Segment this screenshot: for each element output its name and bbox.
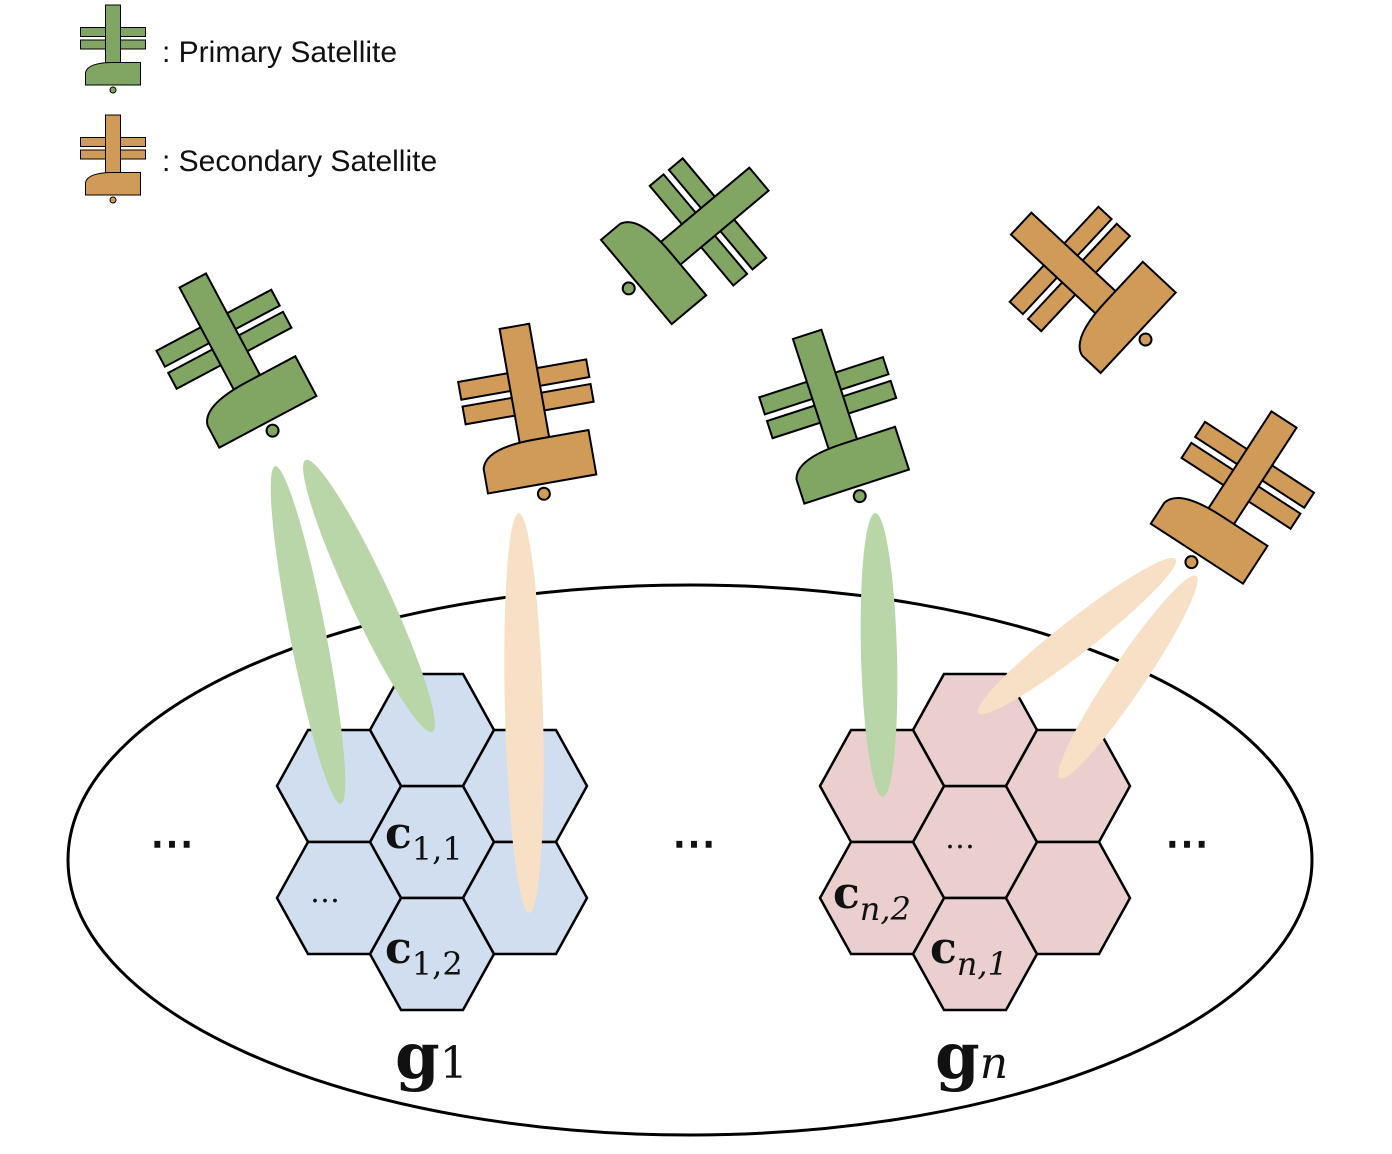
secondary-beam xyxy=(977,557,1177,715)
satellites xyxy=(134,128,1340,604)
group-label-g1: g1 xyxy=(395,1019,468,1094)
primary-satellite xyxy=(581,128,802,344)
primary-beam xyxy=(860,513,898,797)
secondary-satellite xyxy=(975,175,1196,393)
cell-label-c12: c1,2 xyxy=(385,923,463,983)
group-n-cell xyxy=(1004,840,1132,956)
cell-label-cn2: cn,2 xyxy=(833,868,911,928)
cell-label-dots-gn: … xyxy=(945,821,975,856)
group-n-cells xyxy=(818,672,1132,1012)
legend-primary-label: : Primary Satellite xyxy=(162,36,397,69)
cell-label-dots-g1: … xyxy=(310,875,340,910)
legend-primary: : Primary Satellite xyxy=(80,4,397,94)
secondary-beam xyxy=(504,513,544,913)
legend-secondary-label: : Secondary Satellite xyxy=(162,145,437,178)
primary-satellite xyxy=(744,313,925,523)
primary-beam xyxy=(303,459,435,733)
legend-secondary: : Secondary Satellite xyxy=(80,114,437,204)
secondary-satellite xyxy=(449,314,610,512)
secondary-satellite-icon xyxy=(80,114,146,204)
group-1-cell xyxy=(275,840,403,956)
primary-beam xyxy=(270,466,346,804)
primary-satellite xyxy=(134,249,334,468)
ellipsis-middle: ⋯ xyxy=(672,818,716,869)
group-n-cell xyxy=(818,840,946,956)
group-label-gn: gn xyxy=(935,1019,1008,1094)
primary-satellite-icon xyxy=(80,4,146,94)
ellipsis-left: ⋯ xyxy=(150,818,194,869)
beams xyxy=(270,459,1198,913)
secondary-beam xyxy=(1058,575,1198,779)
cell-label-c11: c1,1 xyxy=(385,808,463,868)
legend: : Primary Satellite : Secondary Satellit… xyxy=(80,4,437,204)
cell-label-cn1: cn,1 xyxy=(930,923,1008,983)
ellipsis-right: ⋯ xyxy=(1165,818,1209,869)
